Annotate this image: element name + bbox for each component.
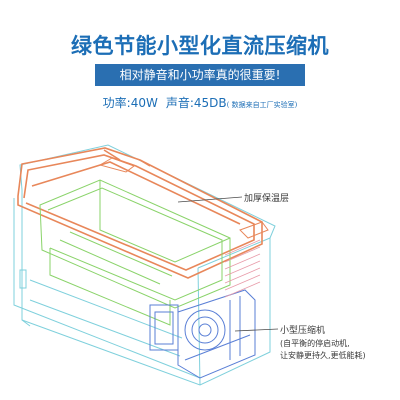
callout-leaders — [177, 196, 279, 332]
inner-liner — [39, 179, 231, 326]
compressor-desc-line1: (自平衡的停启动机, — [280, 339, 350, 348]
outer-shell — [13, 144, 276, 386]
insulation-layer — [17, 147, 263, 279]
spec-line: 功率:40W 声音:45DB( 数据来自工厂实验室) — [0, 92, 400, 111]
power-spec: 功率:40W — [102, 96, 158, 110]
insulation-callout: 加厚保温层 — [244, 194, 290, 204]
headline-title: 绿色节能小型化直流压缩机 — [71, 34, 329, 58]
lid-contour — [98, 157, 269, 239]
source-note: ( 数据来自工厂实验室) — [226, 101, 298, 109]
vent-fins — [224, 239, 261, 298]
compressor-callout-desc: (自平衡的停启动机, 让安静更持久,更低能耗) — [280, 338, 366, 362]
compressor-unit — [149, 289, 256, 379]
compressor-desc-line2: 让安静更持久,更低能耗) — [280, 351, 366, 360]
compressor-callout-title: 小型压缩机 — [280, 326, 326, 336]
subtitle-banner: 相对静音和小功率真的很重要! — [95, 64, 305, 86]
sound-spec: 声音:45DB — [165, 96, 227, 110]
